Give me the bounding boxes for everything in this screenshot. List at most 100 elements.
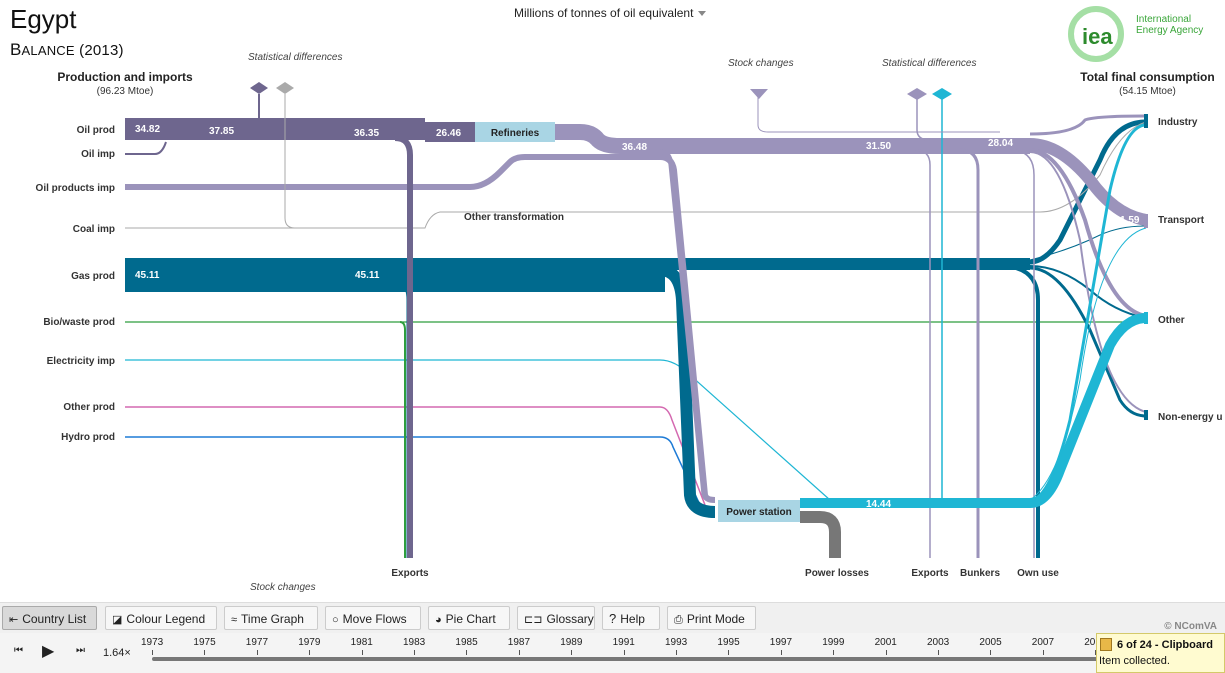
coal-imp-flow[interactable] [125,121,1147,229]
bio-waste-down-flow[interactable] [399,321,406,558]
products-to-industry-flow[interactable] [1029,114,1147,136]
help-button[interactable]: ?Help [602,606,660,630]
sink-transport[interactable]: Transport [1158,215,1205,226]
year-label[interactable]: 1985 [455,637,478,648]
electricity-to-industry-flow[interactable] [1029,123,1147,502]
sink-non-energy[interactable]: Non-energy u [1158,412,1222,423]
year-label[interactable]: 2001 [874,637,897,648]
electricity-imp-flow[interactable] [125,359,831,501]
source-hydro-prod[interactable]: Hydro prod [61,432,115,443]
source-bio-waste-prod[interactable]: Bio/waste prod [43,317,115,328]
sankey-diagram: Refineries Power station Other transform… [36,82,1222,579]
bottom-exports-left[interactable]: Exports [391,568,429,579]
glossary-label: Glossary [546,612,594,626]
stat-diff-left-flow-b[interactable] [284,94,296,229]
year-label[interactable]: 2003 [927,637,950,648]
gas-to-other-flow[interactable] [1029,265,1147,319]
bottom-bunkers[interactable]: Bunkers [960,568,1000,579]
gas-prod-flow[interactable] [125,258,665,292]
products-to-nonenergy-flow[interactable] [1029,151,1147,413]
bottom-power-losses[interactable]: Power losses [805,568,869,579]
sink-other[interactable]: Other [1158,315,1185,326]
stock-changes-top-flow[interactable] [757,95,1000,133]
clipboard-toast[interactable]: 6 of 24 - Clipboard Item collected. [1096,633,1225,673]
year-label[interactable]: 2007 [1031,637,1055,648]
year-tick [466,650,468,655]
oil-products-imp-flow[interactable] [125,154,716,503]
step-back-icon[interactable]: ⏮ [14,645,23,656]
source-coal-imp[interactable]: Coal imp [73,224,115,235]
gas-to-nonenergy-flow[interactable] [1029,266,1147,418]
print-mode-button[interactable]: ⎙Print Mode [667,606,756,630]
products-to-transport-flow[interactable] [1029,138,1148,226]
oil-imp-flow[interactable] [125,141,167,155]
speed-value[interactable]: 1.64× [103,647,131,659]
stat-diff-right-marker-b[interactable] [932,88,952,100]
products-bunkers-flow[interactable] [959,148,980,558]
year-label[interactable]: 2005 [979,637,1002,648]
value-gas-mid: 45.11 [355,270,380,281]
electricity-output-flow[interactable] [800,313,1147,508]
year-label[interactable]: 1977 [245,637,269,648]
time-graph-button[interactable]: ≈Time Graph [224,606,318,630]
nonenergy-sink-bar[interactable] [1144,410,1148,420]
bottom-exports-right[interactable]: Exports [911,568,949,579]
pie-chart-button[interactable]: ◕Pie Chart [428,606,510,630]
play-icon[interactable]: ▶ [42,643,55,660]
power-station-node[interactable] [718,500,800,522]
gas-own-use-flow[interactable] [999,264,1040,558]
timeline-slider[interactable] [152,657,1102,661]
year-label[interactable]: 1993 [665,637,688,648]
transport-sink-bar[interactable] [1144,214,1148,228]
unit-dropdown[interactable]: Millions of tonnes of oil equivalent [514,6,707,20]
hydro-flow[interactable] [125,436,701,506]
step-forward-icon[interactable]: ⏭ [76,645,85,656]
year-label[interactable]: 1983 [403,637,426,648]
refinery-output-flow[interactable] [554,124,1030,154]
year-label[interactable]: 1987 [507,637,531,648]
oil-export-flow[interactable] [394,135,413,558]
year-label[interactable]: 1995 [717,637,740,648]
stock-changes-top-marker[interactable] [750,89,768,99]
industry-sink-bar[interactable] [1144,114,1148,128]
glossary-button[interactable]: ⊏⊐Glossary [517,606,595,630]
source-other-prod[interactable]: Other prod [63,402,115,413]
source-oil-prod[interactable]: Oil prod [77,125,115,136]
crude-to-refinery-flow[interactable] [425,122,475,142]
stat-diff-right-flow[interactable] [916,95,931,141]
stat-diff-left-marker-a[interactable] [250,82,268,94]
products-exports-flow[interactable] [914,149,931,558]
gas-to-transport-flow[interactable] [1029,225,1147,261]
other-prod-flow[interactable] [125,406,706,506]
oil-prod-flow[interactable] [125,118,425,140]
move-flows-button[interactable]: ○Move Flows [325,606,421,630]
stat-diff-left-marker-b[interactable] [276,82,294,94]
year-label[interactable]: 1981 [350,637,373,648]
source-electricity-imp[interactable]: Electricity imp [47,356,115,367]
year-label[interactable]: 1979 [298,637,321,648]
stat-diff-right-marker-a[interactable] [907,88,927,100]
source-oil-imp[interactable]: Oil imp [81,149,115,160]
year-label[interactable]: 1997 [769,637,793,648]
power-losses-flow[interactable] [800,511,841,558]
refineries-node[interactable] [475,122,555,142]
colour-legend-button[interactable]: ◪Colour Legend [105,606,217,630]
bottom-own-use[interactable]: Own use [1017,568,1059,579]
source-gas-prod[interactable]: Gas prod [71,271,115,282]
products-to-other-flow[interactable] [1029,148,1147,318]
sink-industry[interactable]: Industry [1158,117,1198,128]
year-label[interactable]: 1999 [822,637,845,648]
products-own-use-flow[interactable] [1009,149,1035,558]
year-label[interactable]: 1989 [560,637,583,648]
electricity-to-transport-flow[interactable] [1029,227,1147,501]
gas-to-power-flow[interactable] [659,264,716,518]
year-label[interactable]: 1973 [141,637,164,648]
other-sink-bar[interactable] [1144,312,1148,324]
gas-to-industry-flow[interactable] [1029,119,1147,265]
year-label[interactable]: 20 [1084,637,1096,648]
products-to-power-flow[interactable] [640,149,707,496]
country-list-button[interactable]: ⇤Country List [2,606,97,630]
source-oil-products-imp[interactable]: Oil products imp [36,183,115,194]
year-label[interactable]: 1991 [612,637,635,648]
year-label[interactable]: 1975 [193,637,216,648]
